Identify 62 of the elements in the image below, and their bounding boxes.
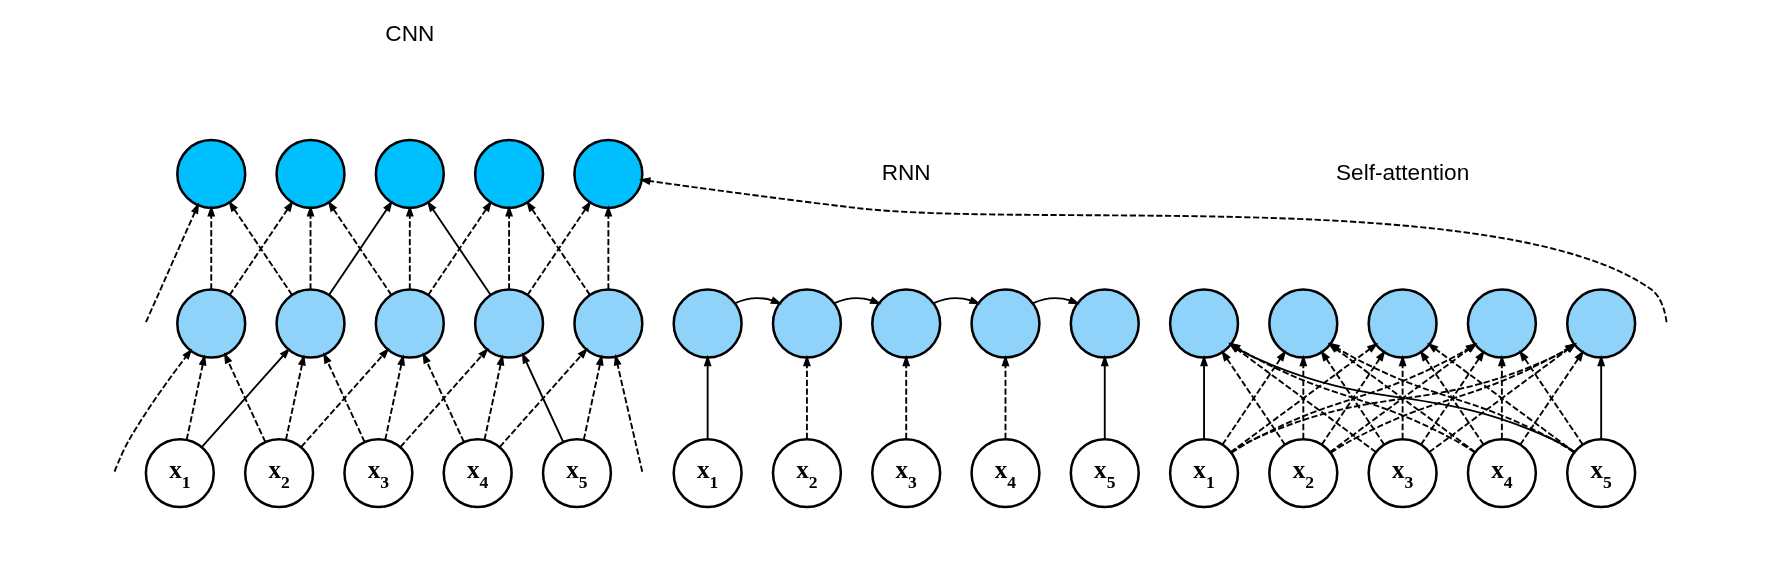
arrow bbox=[1398, 354, 1407, 440]
node-circle: x$_{3}$ bbox=[870, 437, 941, 509]
arrow bbox=[185, 354, 206, 441]
label: Self-attention bbox=[1335, 159, 1469, 185]
node-circle: x$_{1}$ bbox=[1168, 437, 1239, 509]
arrow bbox=[200, 347, 290, 448]
node-circle: x$_{3}$ bbox=[342, 437, 414, 509]
arrow bbox=[299, 347, 389, 448]
node-circle: x$_{4}$ bbox=[969, 437, 1041, 509]
arrow bbox=[1518, 350, 1584, 446]
arrow bbox=[405, 205, 414, 291]
label: RNN bbox=[881, 159, 931, 185]
node-circle: x$_{3}$ bbox=[1366, 437, 1438, 509]
node-circle bbox=[175, 138, 246, 210]
label: CNN bbox=[384, 21, 434, 47]
arrow bbox=[113, 348, 192, 473]
arrow bbox=[582, 354, 604, 441]
arrow bbox=[901, 354, 910, 440]
node-circle: x$_{2}$ bbox=[243, 437, 314, 509]
arrow bbox=[144, 202, 199, 324]
arrow bbox=[638, 177, 1667, 324]
arrow bbox=[483, 354, 504, 441]
arrow bbox=[1001, 354, 1009, 440]
arrow bbox=[498, 347, 588, 448]
node-circle bbox=[374, 138, 445, 210]
arrow bbox=[504, 205, 513, 291]
arrow bbox=[1497, 354, 1506, 440]
arrow bbox=[1100, 354, 1109, 440]
node-circle: x$_{5}$ bbox=[1565, 437, 1636, 509]
arrow bbox=[399, 347, 489, 448]
node-circle: x$_{2}$ bbox=[1267, 437, 1338, 509]
arrow bbox=[421, 352, 465, 443]
arrow bbox=[932, 296, 981, 305]
node-circle: x$_{2}$ bbox=[771, 437, 842, 509]
arrow bbox=[603, 205, 612, 291]
node-circle: x$_{4}$ bbox=[1466, 437, 1537, 509]
arrow bbox=[223, 352, 266, 443]
arrow bbox=[284, 354, 306, 441]
arrow bbox=[1199, 354, 1208, 440]
node-circle: x$_{4}$ bbox=[442, 437, 513, 509]
node-circle: x$_{5}$ bbox=[541, 437, 612, 509]
arrow bbox=[1596, 354, 1605, 440]
arrow bbox=[521, 352, 564, 443]
arrow bbox=[1031, 296, 1080, 305]
arrow bbox=[322, 352, 365, 443]
node-circle bbox=[671, 288, 743, 359]
node-circle: x$_{1}$ bbox=[144, 437, 215, 509]
arrow bbox=[703, 354, 712, 440]
arrow bbox=[383, 354, 405, 441]
arrow bbox=[802, 354, 811, 440]
node-circle: x$_{5}$ bbox=[1069, 437, 1140, 509]
arrow bbox=[1298, 354, 1307, 440]
node-circle bbox=[473, 138, 544, 210]
arrow bbox=[206, 205, 215, 291]
node-circle bbox=[274, 138, 346, 210]
arrow bbox=[426, 200, 492, 296]
node-circle bbox=[572, 138, 644, 210]
arrow bbox=[833, 296, 881, 305]
arrow bbox=[306, 205, 314, 291]
arrow bbox=[613, 354, 643, 473]
arrow bbox=[733, 296, 782, 305]
node-circle: x$_{1}$ bbox=[671, 437, 743, 509]
